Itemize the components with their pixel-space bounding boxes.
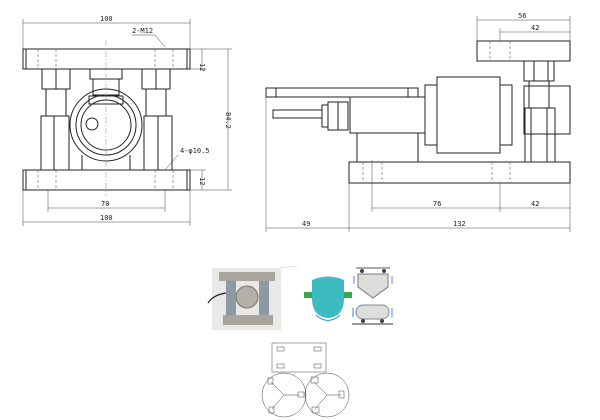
hopper-illustration: [353, 267, 393, 299]
dim-width-top: 100: [100, 15, 113, 23]
product-photo: [207, 265, 298, 330]
dim-top-offset: 42: [531, 24, 539, 32]
hole-note: 4-φ10.5: [180, 147, 210, 155]
mounting-layout-circle-2: [304, 372, 350, 418]
dim-height: 84.2: [224, 112, 232, 129]
dim-width-bottom: 100: [100, 214, 113, 222]
mounting-layout-rectangle: [271, 342, 327, 373]
dim-plate-top: 12: [198, 63, 206, 71]
dim-total-length: 132: [453, 220, 466, 228]
dim-plate-bottom: 12: [198, 177, 206, 185]
mounting-layout-circle-1: [261, 372, 307, 418]
dim-top-plate: 56: [518, 12, 526, 20]
dim-cable: 49: [302, 220, 310, 228]
thread-note: 2-M12: [132, 27, 153, 35]
tank-illustration: [304, 276, 352, 321]
front-view: 100 2-M12 12 84.2 4-φ10.5 12 70 100: [22, 15, 232, 226]
dim-right-offset: 42: [531, 200, 539, 208]
horizontal-tank-illustration: [352, 304, 393, 325]
dim-hole-spacing-side: 76: [433, 200, 441, 208]
side-view: 56 42 76 42 49 132: [265, 12, 571, 232]
dim-hole-spacing: 70: [101, 200, 109, 208]
